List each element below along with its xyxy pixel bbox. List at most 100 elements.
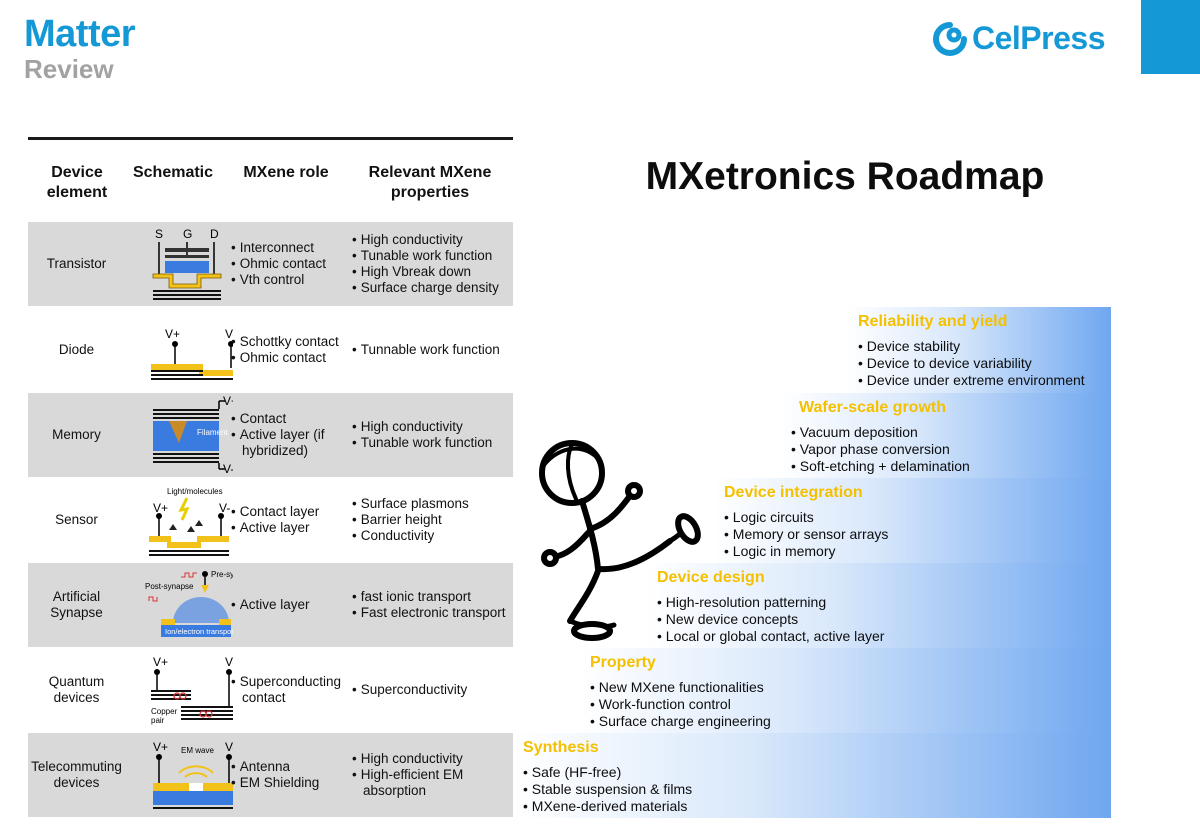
device-name: Diode [58, 342, 95, 357]
mxene-properties: fast ionic transport Fast electronic tra… [352, 563, 513, 647]
step-item: Vapor phase conversion [791, 441, 970, 458]
step-item: Device to device variability [858, 355, 1085, 372]
label-light-molecules: Light/molecules [167, 487, 223, 496]
role-item: Active layer (if [231, 427, 351, 443]
property-item: High-efficient EM [352, 767, 513, 783]
table-top-rule [28, 137, 513, 140]
step-item: Logic in memory [724, 543, 888, 560]
header-role: MXene role [243, 164, 329, 181]
label-v-plus: V+ [165, 327, 180, 341]
diode-schematic: V+ V- [125, 308, 233, 392]
mxene-properties: Tunnable work function [352, 308, 513, 392]
roadmap-step-property: Property New MXene functionalities Work-… [580, 648, 1111, 733]
label-copper: Copper [151, 707, 178, 716]
mxene-properties: High conductivity Tunable work function [352, 393, 513, 477]
mxene-role: Antenna EM Shielding [231, 733, 351, 817]
step-item: MXene-derived materials [523, 798, 692, 815]
journal-name: Matter [24, 13, 136, 55]
label-ion-electron-transport: Ion/electron transport [165, 627, 233, 636]
property-item: High conductivity [352, 751, 513, 767]
property-item: Surface plasmons [352, 496, 513, 512]
step-items: Vacuum deposition Vapor phase conversion… [791, 424, 970, 475]
header-properties: Relevant MXene properties [368, 164, 492, 201]
property-item: Superconductivity [352, 682, 513, 698]
role-item: Schottky contact [231, 334, 351, 350]
label-pre-synapse: Pre-synapse [211, 570, 233, 579]
step-title: Reliability and yield [858, 313, 1008, 330]
label-v-minus: V- [225, 655, 233, 669]
sensor-schematic: Light/molecules V+ V- [125, 478, 233, 562]
mxene-role: Active layer [231, 563, 351, 647]
property-item: High conductivity [352, 419, 513, 435]
publisher-logo: CelPress [932, 20, 1105, 57]
synapse-schematic: Pre-synapse Post-synapse Ion/electron tr… [125, 563, 233, 647]
role-item: Vth control [231, 272, 351, 288]
step-item: New MXene functionalities [590, 679, 771, 696]
mxene-role: Interconnect Ohmic contact Vth control [231, 222, 351, 306]
label-v-plus: V+ [153, 740, 168, 754]
property-item: Tunable work function [352, 248, 513, 264]
telecom-schematic: V+ EM wave V- [125, 733, 233, 817]
step-item: Memory or sensor arrays [724, 526, 889, 543]
step-title: Device integration [724, 484, 863, 501]
label-v-minus: V- [225, 740, 233, 754]
device-name: Transistor [46, 256, 107, 271]
table-row-memory: Memory V+ Filament V- Contact Active lay… [28, 393, 513, 477]
roadmap-step-synthesis: Synthesis Safe (HF-free) Stable suspensi… [513, 733, 1111, 818]
label-em-wave: EM wave [181, 746, 214, 755]
mxene-role: Superconducting contact [231, 648, 351, 732]
header-device: Device element [46, 164, 108, 201]
role-item: Ohmic contact [231, 256, 351, 272]
role-item: EM Shielding [231, 775, 351, 791]
publisher-logo-icon [933, 21, 967, 56]
step-title: Property [590, 654, 656, 671]
label-v-plus: V+ [223, 394, 233, 408]
table-row-telecom: Telecommuting devices V+ EM wave V- Ante… [28, 733, 513, 817]
step-item: Safe (HF-free) [523, 764, 692, 781]
table-row-diode: Diode V+ V- Schottky contact Ohmic conta… [28, 308, 513, 392]
transistor-schematic: S G D [125, 222, 233, 306]
property-item: fast ionic transport [352, 589, 513, 605]
step-item: Soft-etching + delamination [791, 458, 970, 475]
role-item: Active layer [231, 520, 351, 536]
memory-schematic: V+ Filament V- [125, 393, 233, 477]
property-item: Conductivity [352, 528, 513, 544]
device-name: Quantum devices [48, 674, 105, 705]
table-row-quantum: Quantum devices V+ V- Copper pair Superc… [28, 648, 513, 732]
label-v-minus: V- [219, 501, 230, 515]
roadmap-step-reliability: Reliability and yield Device stability D… [848, 307, 1111, 393]
label-gate: G [183, 227, 192, 241]
role-item: Interconnect [231, 240, 351, 256]
step-items: High-resolution patterning New device co… [657, 594, 885, 645]
quantum-schematic: V+ V- Copper pair [125, 648, 233, 732]
table-row-transistor: Transistor S G D Interconnect Ohmic cont… [28, 222, 513, 306]
mxene-role: Schottky contact Ohmic contact [231, 308, 351, 392]
step-item: Device stability [858, 338, 1085, 355]
role-item: Contact layer [231, 504, 351, 520]
step-title: Device design [657, 569, 765, 586]
step-item: Surface charge engineering [590, 713, 771, 730]
property-item: High Vbreak down [352, 264, 513, 280]
device-name: Memory [52, 427, 101, 442]
roadmap-step-device-design: Device design High-resolution patterning… [647, 563, 1111, 648]
publisher-name: CelPress [972, 20, 1105, 56]
step-items: New MXene functionalities Work-function … [590, 679, 771, 730]
label-v-plus: V+ [153, 655, 168, 669]
step-item: Work-function control [590, 696, 771, 713]
mxene-properties: Superconductivity [352, 648, 513, 732]
step-item: New device concepts [657, 611, 884, 628]
mxene-role: Contact Active layer (if hybridized) [231, 393, 351, 477]
roadmap-step-device-integration: Device integration Logic circuits Memory… [714, 478, 1111, 563]
step-item: Logic circuits [724, 509, 888, 526]
property-item: absorption [363, 783, 427, 798]
role-item: Contact [231, 411, 351, 427]
role-item: Active layer [231, 597, 351, 613]
step-title: Wafer-scale growth [799, 399, 946, 416]
role-item: hybridized) [242, 443, 309, 458]
step-item: High-resolution patterning [657, 594, 884, 611]
label-pair: pair [151, 716, 165, 725]
device-name: Telecommuting devices [31, 759, 122, 790]
property-item: Tunnable work function [352, 342, 513, 358]
step-items: Safe (HF-free) Stable suspension & films… [523, 764, 692, 815]
device-name: Sensor [55, 512, 98, 527]
